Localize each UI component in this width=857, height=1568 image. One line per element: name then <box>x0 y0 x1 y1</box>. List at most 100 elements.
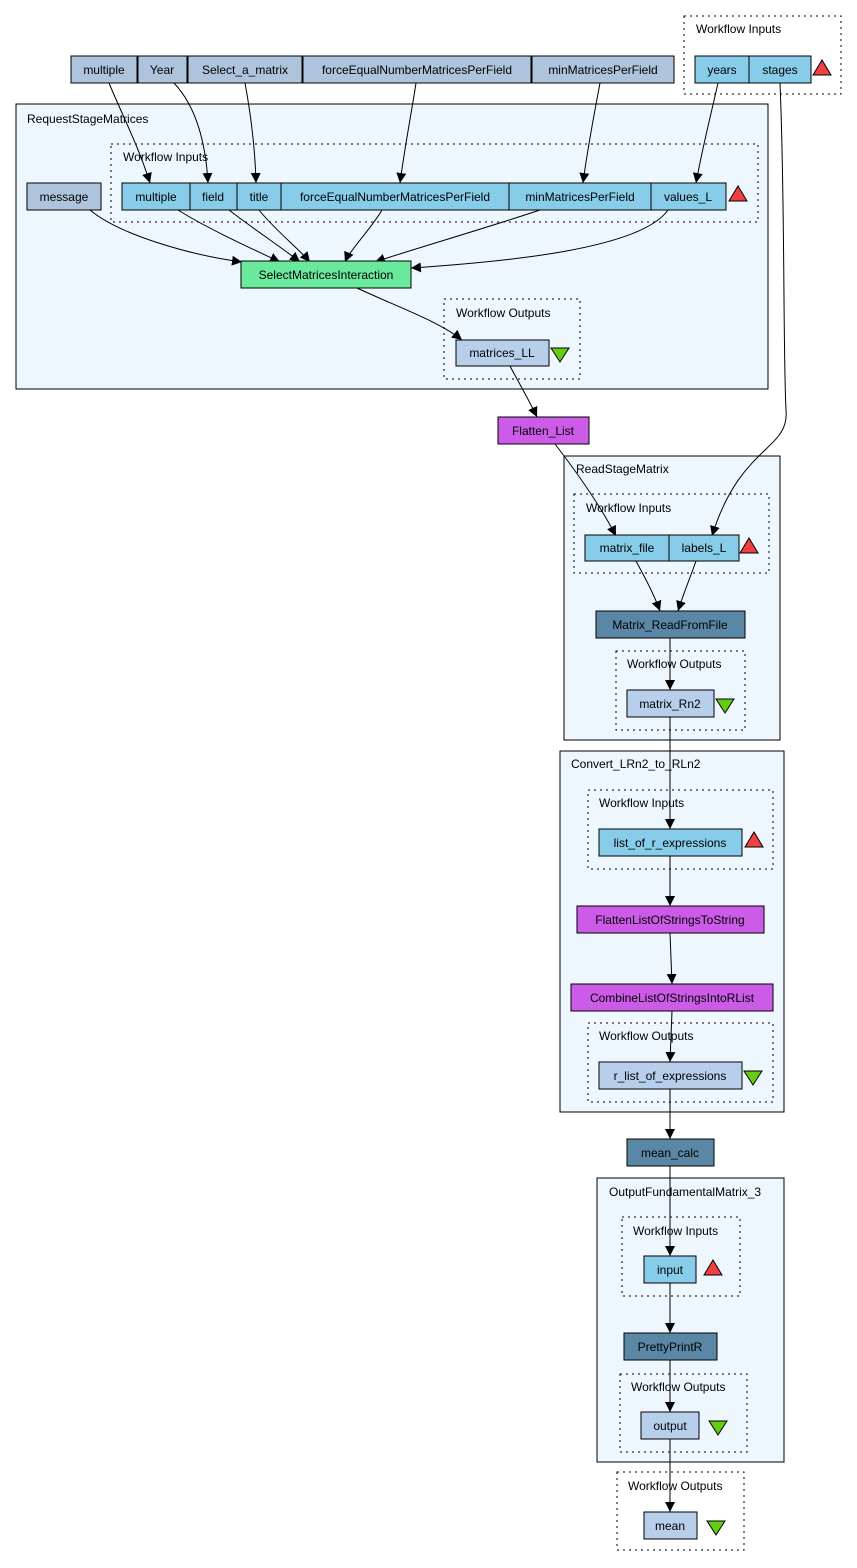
rsm-port-title[interactable] <box>236 182 282 211</box>
top-constants: multiple Year Select_a_matrix forceEqual… <box>70 55 675 84</box>
convert-output-rlist[interactable] <box>598 1061 743 1090</box>
const-force-label: forceEqualNumberMatricesPerField <box>322 63 512 77</box>
select-matrices-label: SelectMatricesInteraction <box>259 268 394 282</box>
rsm2-port-labels[interactable] <box>668 534 740 562</box>
const-multiple[interactable] <box>70 55 138 84</box>
convert-inputs-title: Workflow Inputs <box>599 796 684 810</box>
edge-force-to-select <box>344 209 383 263</box>
pretty-print-label: PrettyPrintR <box>638 1340 703 1354</box>
input-triangle-icon <box>744 831 764 848</box>
input-triangle-icon <box>812 59 832 76</box>
flatten-list[interactable] <box>497 416 590 445</box>
output-fundamental-nodes: input PrettyPrintR output <box>623 1255 728 1440</box>
rsm2-outputs-title: Workflow Outputs <box>627 657 721 671</box>
edge-stages-to-labels <box>710 82 787 537</box>
ofm-inputs-cluster <box>621 1216 741 1297</box>
rsm-port-multiple[interactable] <box>121 182 191 211</box>
edge-message-to-select <box>89 209 243 266</box>
rsm-nodes: message multiple field title forceEqualN… <box>26 182 748 367</box>
flatten-list-node: Flatten_List <box>497 416 590 445</box>
output-triangle-icon <box>715 698 735 714</box>
ofm-output[interactable] <box>640 1411 700 1440</box>
edge-field-to-select <box>228 209 301 263</box>
edge-flatten-to-matrixfile <box>554 443 617 537</box>
edge-min-to-select <box>374 209 541 264</box>
edge-combine-to-rlist <box>665 1010 676 1063</box>
rsm2-output-label: matrix_Rn2 <box>639 697 701 711</box>
rsm-inputs-title: Workflow Inputs <box>123 150 208 164</box>
const-multiple-label: multiple <box>83 63 125 77</box>
flatten-list-of-strings[interactable] <box>576 905 765 934</box>
port-years[interactable] <box>694 55 750 84</box>
port-years-label: years <box>707 63 736 77</box>
rsm2-port-labels-label: labels_L <box>682 541 727 555</box>
const-message-label: message <box>40 190 89 204</box>
combine-strings-label: CombineListOfStringsIntoRList <box>590 991 755 1005</box>
pretty-print-r[interactable] <box>623 1332 718 1361</box>
rsm-port-min[interactable] <box>508 182 652 211</box>
convert-port-list[interactable] <box>598 828 743 857</box>
edges <box>89 82 787 1512</box>
matrix-read-from-file[interactable] <box>595 610 746 639</box>
rsm-port-min-label: minMatricesPerField <box>525 190 634 204</box>
rsm-port-values[interactable] <box>650 182 727 211</box>
flatten-list-label: Flatten_List <box>512 424 575 438</box>
input-triangle-icon <box>739 537 759 554</box>
port-stages[interactable] <box>748 55 812 84</box>
request-stage-matrices-title: RequestStageMatrices <box>27 112 148 126</box>
rsm2-outputs-cluster <box>615 650 746 731</box>
output-triangle-icon <box>550 347 570 363</box>
rsm-port-title-label: title <box>250 190 269 204</box>
rsm2-output-matrix-rn2[interactable] <box>626 689 715 718</box>
rsm2-inputs-title: Workflow Inputs <box>586 501 671 515</box>
flatten-strings-label: FlattenListOfStringsToString <box>595 913 744 927</box>
edge-flattenstr-to-combine <box>666 932 677 985</box>
edge-force-to-force <box>396 82 417 184</box>
edge-multiple-to-select <box>177 209 281 263</box>
mean-calc-label: mean_calc <box>641 1146 699 1160</box>
mean-calc[interactable] <box>626 1138 715 1167</box>
const-select-a-matrix[interactable] <box>187 55 303 84</box>
edge-labels-to-read <box>676 560 697 612</box>
rsm2-port-matrix-file[interactable] <box>584 534 670 562</box>
rsm-output-label: matrices_LL <box>469 346 535 360</box>
ofm-output-label: output <box>653 1419 687 1433</box>
rsm-output-matrices-ll[interactable] <box>455 339 550 367</box>
convert-title: Convert_LRn2_to_RLn2 <box>571 757 701 771</box>
final-output-nodes: mean <box>643 1511 726 1540</box>
rsm-outputs-cluster <box>443 298 581 380</box>
rsm-inputs-cluster <box>110 143 759 223</box>
const-select-label: Select_a_matrix <box>202 63 288 77</box>
rsm-port-force[interactable] <box>280 182 510 211</box>
const-min-matrices[interactable] <box>531 55 675 84</box>
ofm-port-input[interactable] <box>643 1255 697 1284</box>
read-stage-matrix-nodes: matrix_file labels_L Matrix_ReadFromFile… <box>584 534 759 718</box>
convert-output-label: r_list_of_expressions <box>614 1069 727 1083</box>
output-triangle-icon <box>706 1520 726 1536</box>
combine-list-of-strings[interactable] <box>570 983 774 1012</box>
const-force-equal[interactable] <box>302 55 532 84</box>
edge-select-to-matricesll <box>356 287 463 341</box>
edge-matricesll-to-flatten <box>509 365 538 418</box>
final-output-mean-label: mean <box>655 1519 685 1533</box>
rsm-port-field-label: field <box>202 190 224 204</box>
convert-outputs-title: Workflow Outputs <box>599 1029 693 1043</box>
rsm2-inputs-cluster <box>573 493 770 574</box>
output-triangle-icon <box>708 1420 728 1436</box>
output-triangle-icon <box>743 1070 763 1086</box>
convert-nodes: list_of_r_expressions FlattenListOfStrin… <box>570 828 774 1090</box>
top-input-ports: years stages <box>694 55 832 84</box>
rsm-outputs-title: Workflow Outputs <box>456 306 550 320</box>
ofm-port-input-label: input <box>657 1263 684 1277</box>
ofm-inputs-title: Workflow Inputs <box>633 1224 718 1238</box>
final-output-mean[interactable] <box>643 1511 698 1540</box>
const-message[interactable] <box>26 182 102 211</box>
cluster-request-stage-matrices: RequestStageMatrices Workflow Inputs Wor… <box>15 103 769 390</box>
edge-years-to-values <box>692 82 719 184</box>
rsm-port-force-label: forceEqualNumberMatricesPerField <box>300 190 490 204</box>
const-year[interactable] <box>137 55 188 84</box>
top-workflow-inputs-title: Workflow Inputs <box>696 22 781 36</box>
const-year-label: Year <box>150 63 174 77</box>
select-matrices-interaction[interactable] <box>240 260 412 289</box>
